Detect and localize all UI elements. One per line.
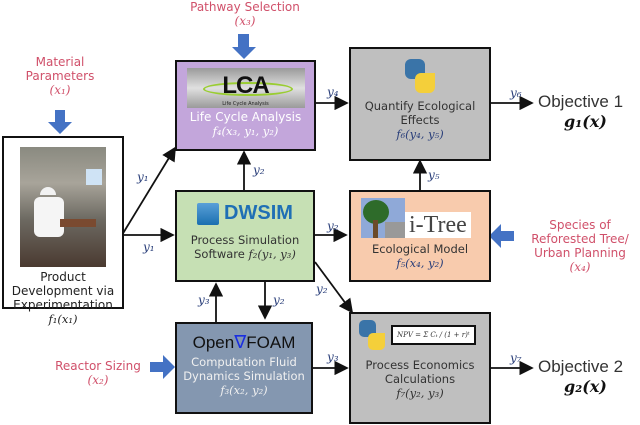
edge-label-y3: y₃ [198,293,210,307]
edge-y2-to-economics [314,261,354,314]
edge-label-y2: y₂ [253,163,265,177]
box-itree[interactable]: i-Tree Ecological Model f₅(x₄, y₂) [349,190,491,282]
box-label: Life Cycle Analysis [189,110,302,124]
edge-label-y1: y₁ [143,240,155,254]
box-function: f₃(x₂, y₂) [220,383,268,397]
input-variable: (x₁) [49,83,71,97]
input-variable: (x₃) [234,14,256,28]
edge-label-y7: y₇ [510,351,522,365]
edge-label-y2: y₂ [316,282,328,296]
itree-logo: i-Tree [361,198,489,238]
box-function: f₂(y₁, y₃) [248,247,296,261]
openfoam-logo-open: Open [192,333,235,352]
box-life-cycle-analysis[interactable]: LCA Life Cycle Analysis Life Cycle Analy… [175,60,316,151]
dwsim-logo-text: DWSIM [224,202,293,224]
input-material-parameters: Material Parameters (x₁) [20,55,100,97]
edge-label-y2: y₂ [273,293,285,307]
input-arrow-pathway [232,34,256,59]
itree-logo-text: i-Tree [405,212,471,238]
edge-y1-to-lca [121,146,176,236]
nabla-icon: ∇ [234,332,247,352]
input-label: Parameters [25,69,95,83]
tree-icon [361,198,405,238]
input-pathway-selection: Pathway Selection (x₃) [180,0,310,28]
box-function: f₆(y₄, y₅) [396,127,444,141]
edge-label-y6: y₆ [510,86,522,100]
lab-photo [20,147,106,267]
npv-formula: NPV = Σ Cₜ / (1 + r)ᵗ [391,325,476,345]
objective-label: Objective 1 [538,92,624,111]
objective-function: g₁(x) [564,112,607,131]
box-label: Ecological Model [371,242,469,256]
objective-2: Objective 2 g₂(x) [538,357,640,396]
edge-label-y1: y₁ [137,170,149,184]
lca-logo-subtitle: Life Cycle Analysis [222,101,269,107]
box-label: Product [40,270,86,284]
objective-function: g₂(x) [564,377,607,396]
box-function: f₁(x₁) [48,312,78,326]
lca-logo: LCA Life Cycle Analysis [186,68,305,108]
box-label: Quantify Ecological [364,99,476,113]
box-label: Process Economics [365,358,475,372]
input-label: Species of [549,218,611,232]
input-arrow-material [48,110,72,134]
box-function: f₇(y₂, y₃) [396,386,444,400]
input-reactor-sizing: Reactor Sizing (x₂) [48,359,148,387]
box-label: Process Simulation [190,233,300,247]
input-label: Reforested Tree/ [531,232,629,246]
edge-label-y3: y₃ [327,350,339,364]
edge-label-y5: y₅ [428,168,440,182]
input-label: Urban Planning [534,246,626,260]
lca-logo-text: LCA [222,72,269,99]
box-function: f₅(x₄, y₂) [396,256,444,270]
box-dwsim[interactable]: DWSIM Process Simulation Software f₂(y₁,… [175,190,315,282]
input-label: Pathway Selection [190,0,300,14]
box-label: Calculations [384,372,456,386]
input-species: Species of Reforested Tree/ Urban Planni… [520,218,640,274]
box-label: Development via [11,284,115,298]
input-label: Reactor Sizing [55,359,141,373]
box-label: Software [194,247,245,261]
box-openfoam[interactable]: Open∇FOAM Computation Fluid Dynamics Sim… [175,322,313,414]
box-label: Dynamics Simulation [183,369,305,383]
input-arrow-species [489,224,514,248]
python-icon [405,59,435,93]
objective-label: Objective 2 [538,357,624,376]
box-label: Computation Fluid [191,355,297,369]
input-variable: (x₄) [569,260,591,274]
box-label: Experimentation [13,298,113,312]
python-icon [359,320,385,350]
edge-label-y2: y₂ [327,219,339,233]
box-process-economics[interactable]: NPV = Σ Cₜ / (1 + r)ᵗ Process Economics … [349,312,491,424]
openfoam-logo: Open∇FOAM [177,332,311,353]
openfoam-logo-foam: FOAM [246,333,296,352]
box-function: f₄(x₃, y₁, y₂) [212,124,279,138]
box-label: Effects [400,113,440,127]
box-product-development[interactable]: Product Development via Experimentation … [2,136,124,326]
objective-1: Objective 1 g₁(x) [538,92,640,131]
box-quantify-ecological-effects[interactable]: Quantify Ecological Effects f₆(y₄, y₅) [349,47,491,161]
dwsim-icon [197,202,220,225]
input-variable: (x₂) [87,373,109,387]
edge-label-y4: y₄ [327,85,339,99]
input-arrow-reactor [150,355,175,379]
input-label: Material [35,55,85,69]
